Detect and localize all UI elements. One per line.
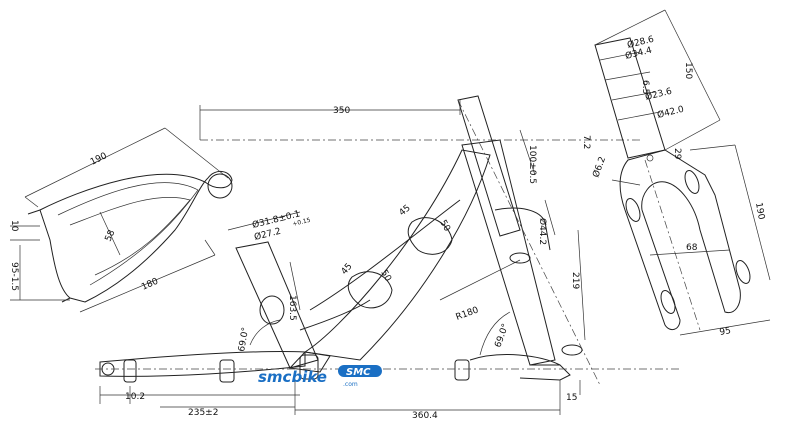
left-fork-width-a: 58 [104, 228, 118, 243]
top-tube-length: 350 [333, 106, 350, 116]
right-fork: 29 Ø6.2 190 68 95 [590, 144, 771, 338]
down-tube-c: 45 [340, 262, 355, 277]
fork-length: 190 [753, 202, 766, 221]
seat-tube-length: 163.5 [287, 295, 297, 321]
logo-sub: .com [343, 381, 358, 388]
seat-tube-tol: +0.15 [292, 217, 312, 228]
seat-tube-angle: 69.0° [237, 327, 251, 353]
left-fork-axle: 95-1.5 [9, 262, 19, 291]
smcbike-logo: smcbike SMC .com [258, 365, 382, 388]
bottom-dim-c: 360.4 [412, 411, 438, 421]
bottom-dim-d: 15 [566, 393, 577, 403]
steerer-d5: 6.5 [640, 80, 650, 94]
down-tube-d: 50 [378, 269, 393, 284]
left-fork-width-b: 180 [140, 277, 160, 293]
logo-text: smcbike [258, 368, 327, 386]
fork-axle: 95 [719, 326, 732, 338]
head-tube-length: 100±0.5 [527, 145, 537, 184]
fork-dia: Ø6.2 [590, 155, 608, 179]
down-tube-a: 45 [398, 203, 413, 218]
fork-inner: 68 [686, 243, 698, 253]
bottom-dim-b: 235±2 [188, 408, 218, 418]
main-frame: 350 Ø31.8±0.1 Ø27.2 +0.15 163.5 69.0° 45… [95, 95, 680, 421]
left-fork-length: 190 [89, 151, 109, 168]
logo-badge: SMC [346, 367, 371, 378]
steerer-d4: Ø42.0 [656, 104, 685, 121]
left-fork-offset: 10 [9, 220, 19, 232]
head-tube-angle: 69.0° [493, 323, 511, 349]
frame-radius: R180 [455, 305, 481, 323]
steerer-length: 150 [683, 62, 693, 79]
right-fork-steerer: 150 Ø28.6 Ø34.4 Ø23.6 Ø42.0 6.5 7.2 [581, 9, 721, 159]
fork-crown: 29 [672, 148, 682, 160]
left-fork: 190 58 180 10 95-1.5 [9, 127, 233, 313]
head-tube-dia: Ø44.2 [537, 218, 548, 245]
steerer-d6: 7.2 [581, 135, 591, 149]
down-tube-b: 50 [437, 219, 452, 234]
head-tube-height: 219 [570, 272, 580, 289]
bottom-dim-a: 10.2 [125, 392, 145, 402]
